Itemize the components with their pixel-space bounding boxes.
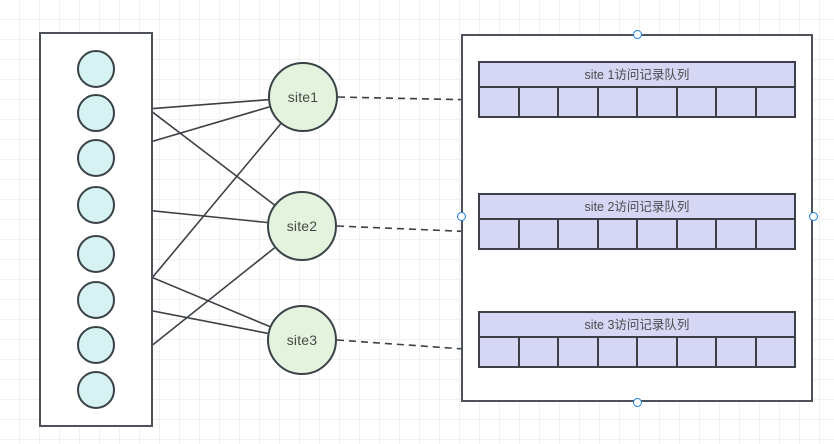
selection-handle-right[interactable] — [808, 211, 818, 221]
queue-cell[interactable] — [598, 88, 638, 116]
queue-cell[interactable] — [519, 220, 559, 248]
edge-site-3-to-queue-3[interactable] — [336, 339, 479, 353]
edge-site-1-to-queue-1[interactable] — [337, 96, 479, 104]
queue-cell[interactable] — [717, 338, 757, 366]
queue-cell[interactable] — [717, 220, 757, 248]
user-node[interactable] — [77, 186, 115, 224]
queue-1[interactable]: site 1访问记录队列 — [478, 61, 796, 118]
queue-cell[interactable] — [756, 88, 794, 116]
queue-cell[interactable] — [598, 338, 638, 366]
queue-cell-row — [480, 88, 794, 116]
site-node-site2[interactable]: site2 — [267, 191, 337, 261]
selection-handle-top[interactable] — [632, 29, 642, 39]
queue-cell[interactable] — [677, 88, 717, 116]
site-node-site1[interactable]: site1 — [268, 62, 338, 132]
queue-cell[interactable] — [559, 220, 599, 248]
user-node[interactable] — [77, 326, 115, 364]
edge-site-2-to-queue-2[interactable] — [336, 225, 479, 236]
queue-cell[interactable] — [559, 338, 599, 366]
queue-cell[interactable] — [480, 220, 520, 248]
site-node-site3[interactable]: site3 — [267, 305, 337, 375]
queue-title: site 2访问记录队列 — [480, 195, 794, 220]
user-pool-container[interactable] — [39, 32, 153, 427]
queue-cell[interactable] — [756, 220, 794, 248]
queue-cell[interactable] — [756, 338, 794, 366]
selection-handle-left[interactable] — [456, 211, 466, 221]
queue-cell[interactable] — [677, 220, 717, 248]
queue-cell[interactable] — [519, 338, 559, 366]
site-queue-edge-group — [336, 96, 479, 353]
queue-3[interactable]: site 3访问记录队列 — [478, 311, 796, 368]
queue-cell[interactable] — [717, 88, 757, 116]
queue-cell[interactable] — [480, 338, 520, 366]
user-node[interactable] — [77, 371, 115, 409]
queue-title: site 1访问记录队列 — [480, 63, 794, 88]
queue-cell-row — [480, 220, 794, 248]
queue-cell[interactable] — [638, 220, 678, 248]
user-node[interactable] — [77, 139, 115, 177]
queue-cell[interactable] — [677, 338, 717, 366]
queue-2[interactable]: site 2访问记录队列 — [478, 193, 796, 250]
site-node-label: site3 — [286, 332, 318, 348]
queue-cell[interactable] — [598, 220, 638, 248]
user-node[interactable] — [77, 50, 115, 88]
user-node[interactable] — [77, 94, 115, 132]
queue-cell[interactable] — [519, 88, 559, 116]
site-node-label: site1 — [287, 89, 319, 105]
site-node-label: site2 — [286, 218, 318, 234]
queue-title: site 3访问记录队列 — [480, 313, 794, 338]
user-node[interactable] — [77, 281, 115, 319]
queue-cell[interactable] — [559, 88, 599, 116]
queue-cell[interactable] — [638, 88, 678, 116]
user-node[interactable] — [77, 235, 115, 273]
queue-cell[interactable] — [638, 338, 678, 366]
queue-cell[interactable] — [480, 88, 520, 116]
queue-cell-row — [480, 338, 794, 366]
selection-handle-bottom[interactable] — [632, 397, 642, 407]
